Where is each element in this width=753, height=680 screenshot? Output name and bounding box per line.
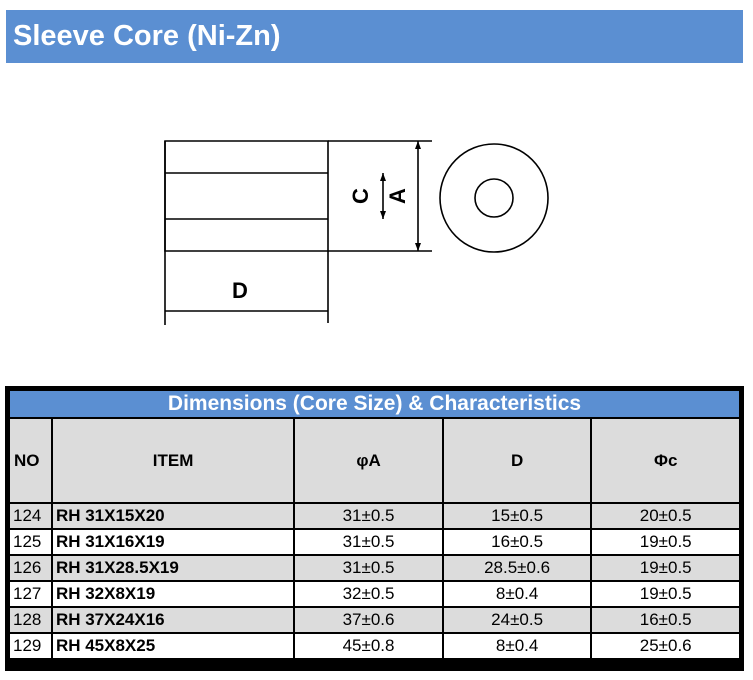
dimension-label-a: A [385, 188, 410, 204]
cell-no: 126 [8, 554, 53, 582]
cell-c: 19±0.5 [590, 554, 741, 582]
core-dimension-drawing: C A D [164, 140, 549, 325]
table-row: 127 RH 32X8X19 32±0.5 8±0.4 19±0.5 [8, 580, 741, 608]
column-header-no: NO [8, 417, 53, 504]
cell-c: 25±0.6 [590, 632, 741, 660]
cell-item: RH 45X8X25 [50, 632, 296, 660]
cell-d: 24±0.5 [441, 606, 593, 634]
table-row: 129 RH 45X8X25 45±0.8 8±0.4 25±0.6 [8, 632, 741, 660]
dimension-label-c: C [348, 188, 373, 204]
cell-a: 45±0.8 [293, 632, 444, 660]
cell-d: 8±0.4 [441, 632, 593, 660]
cell-item: RH 32X8X19 [50, 580, 296, 608]
cell-no: 125 [8, 528, 53, 556]
table-title: Dimensions (Core Size) & Characteristics [8, 389, 741, 419]
cell-a: 31±0.5 [293, 554, 444, 582]
spec-table: Dimensions (Core Size) & Characteristics… [5, 386, 744, 671]
cell-item: RH 31X15X20 [50, 502, 296, 530]
cell-d: 28.5±0.6 [441, 554, 593, 582]
dimension-label-d: D [232, 278, 248, 303]
cell-item: RH 31X16X19 [50, 528, 296, 556]
cell-a: 37±0.6 [293, 606, 444, 634]
table-row: 128 RH 37X24X16 37±0.6 24±0.5 16±0.5 [8, 606, 741, 634]
column-header-a: φA [293, 417, 444, 504]
cell-item: RH 31X28.5X19 [50, 554, 296, 582]
column-header-c: Φc [590, 417, 741, 504]
title-banner: Sleeve Core (Ni-Zn) [6, 10, 743, 63]
cell-no: 128 [8, 606, 53, 634]
cell-d: 16±0.5 [441, 528, 593, 556]
cell-c: 16±0.5 [590, 606, 741, 634]
cell-d: 8±0.4 [441, 580, 593, 608]
end-view-outer-circle [439, 143, 549, 253]
cell-a: 32±0.5 [293, 580, 444, 608]
cell-a: 31±0.5 [293, 528, 444, 556]
table-row: 124 RH 31X15X20 31±0.5 15±0.5 20±0.5 [8, 502, 741, 530]
cell-c: 19±0.5 [590, 580, 741, 608]
cell-no: 124 [8, 502, 53, 530]
page-title: Sleeve Core (Ni-Zn) [13, 20, 281, 52]
side-view-body [164, 140, 329, 252]
cell-c: 19±0.5 [590, 528, 741, 556]
table-row: 126 RH 31X28.5X19 31±0.5 28.5±0.6 19±0.5 [8, 554, 741, 582]
column-header-item: ITEM [50, 417, 296, 504]
cell-c: 20±0.5 [590, 502, 741, 530]
cell-no: 127 [8, 580, 53, 608]
table-row: 125 RH 31X16X19 31±0.5 16±0.5 19±0.5 [8, 528, 741, 556]
column-header-d: D [441, 417, 593, 504]
cell-a: 31±0.5 [293, 502, 444, 530]
cell-d: 15±0.5 [441, 502, 593, 530]
end-view-inner-circle [474, 178, 514, 218]
cell-no: 129 [8, 632, 53, 660]
cell-item: RH 37X24X16 [50, 606, 296, 634]
